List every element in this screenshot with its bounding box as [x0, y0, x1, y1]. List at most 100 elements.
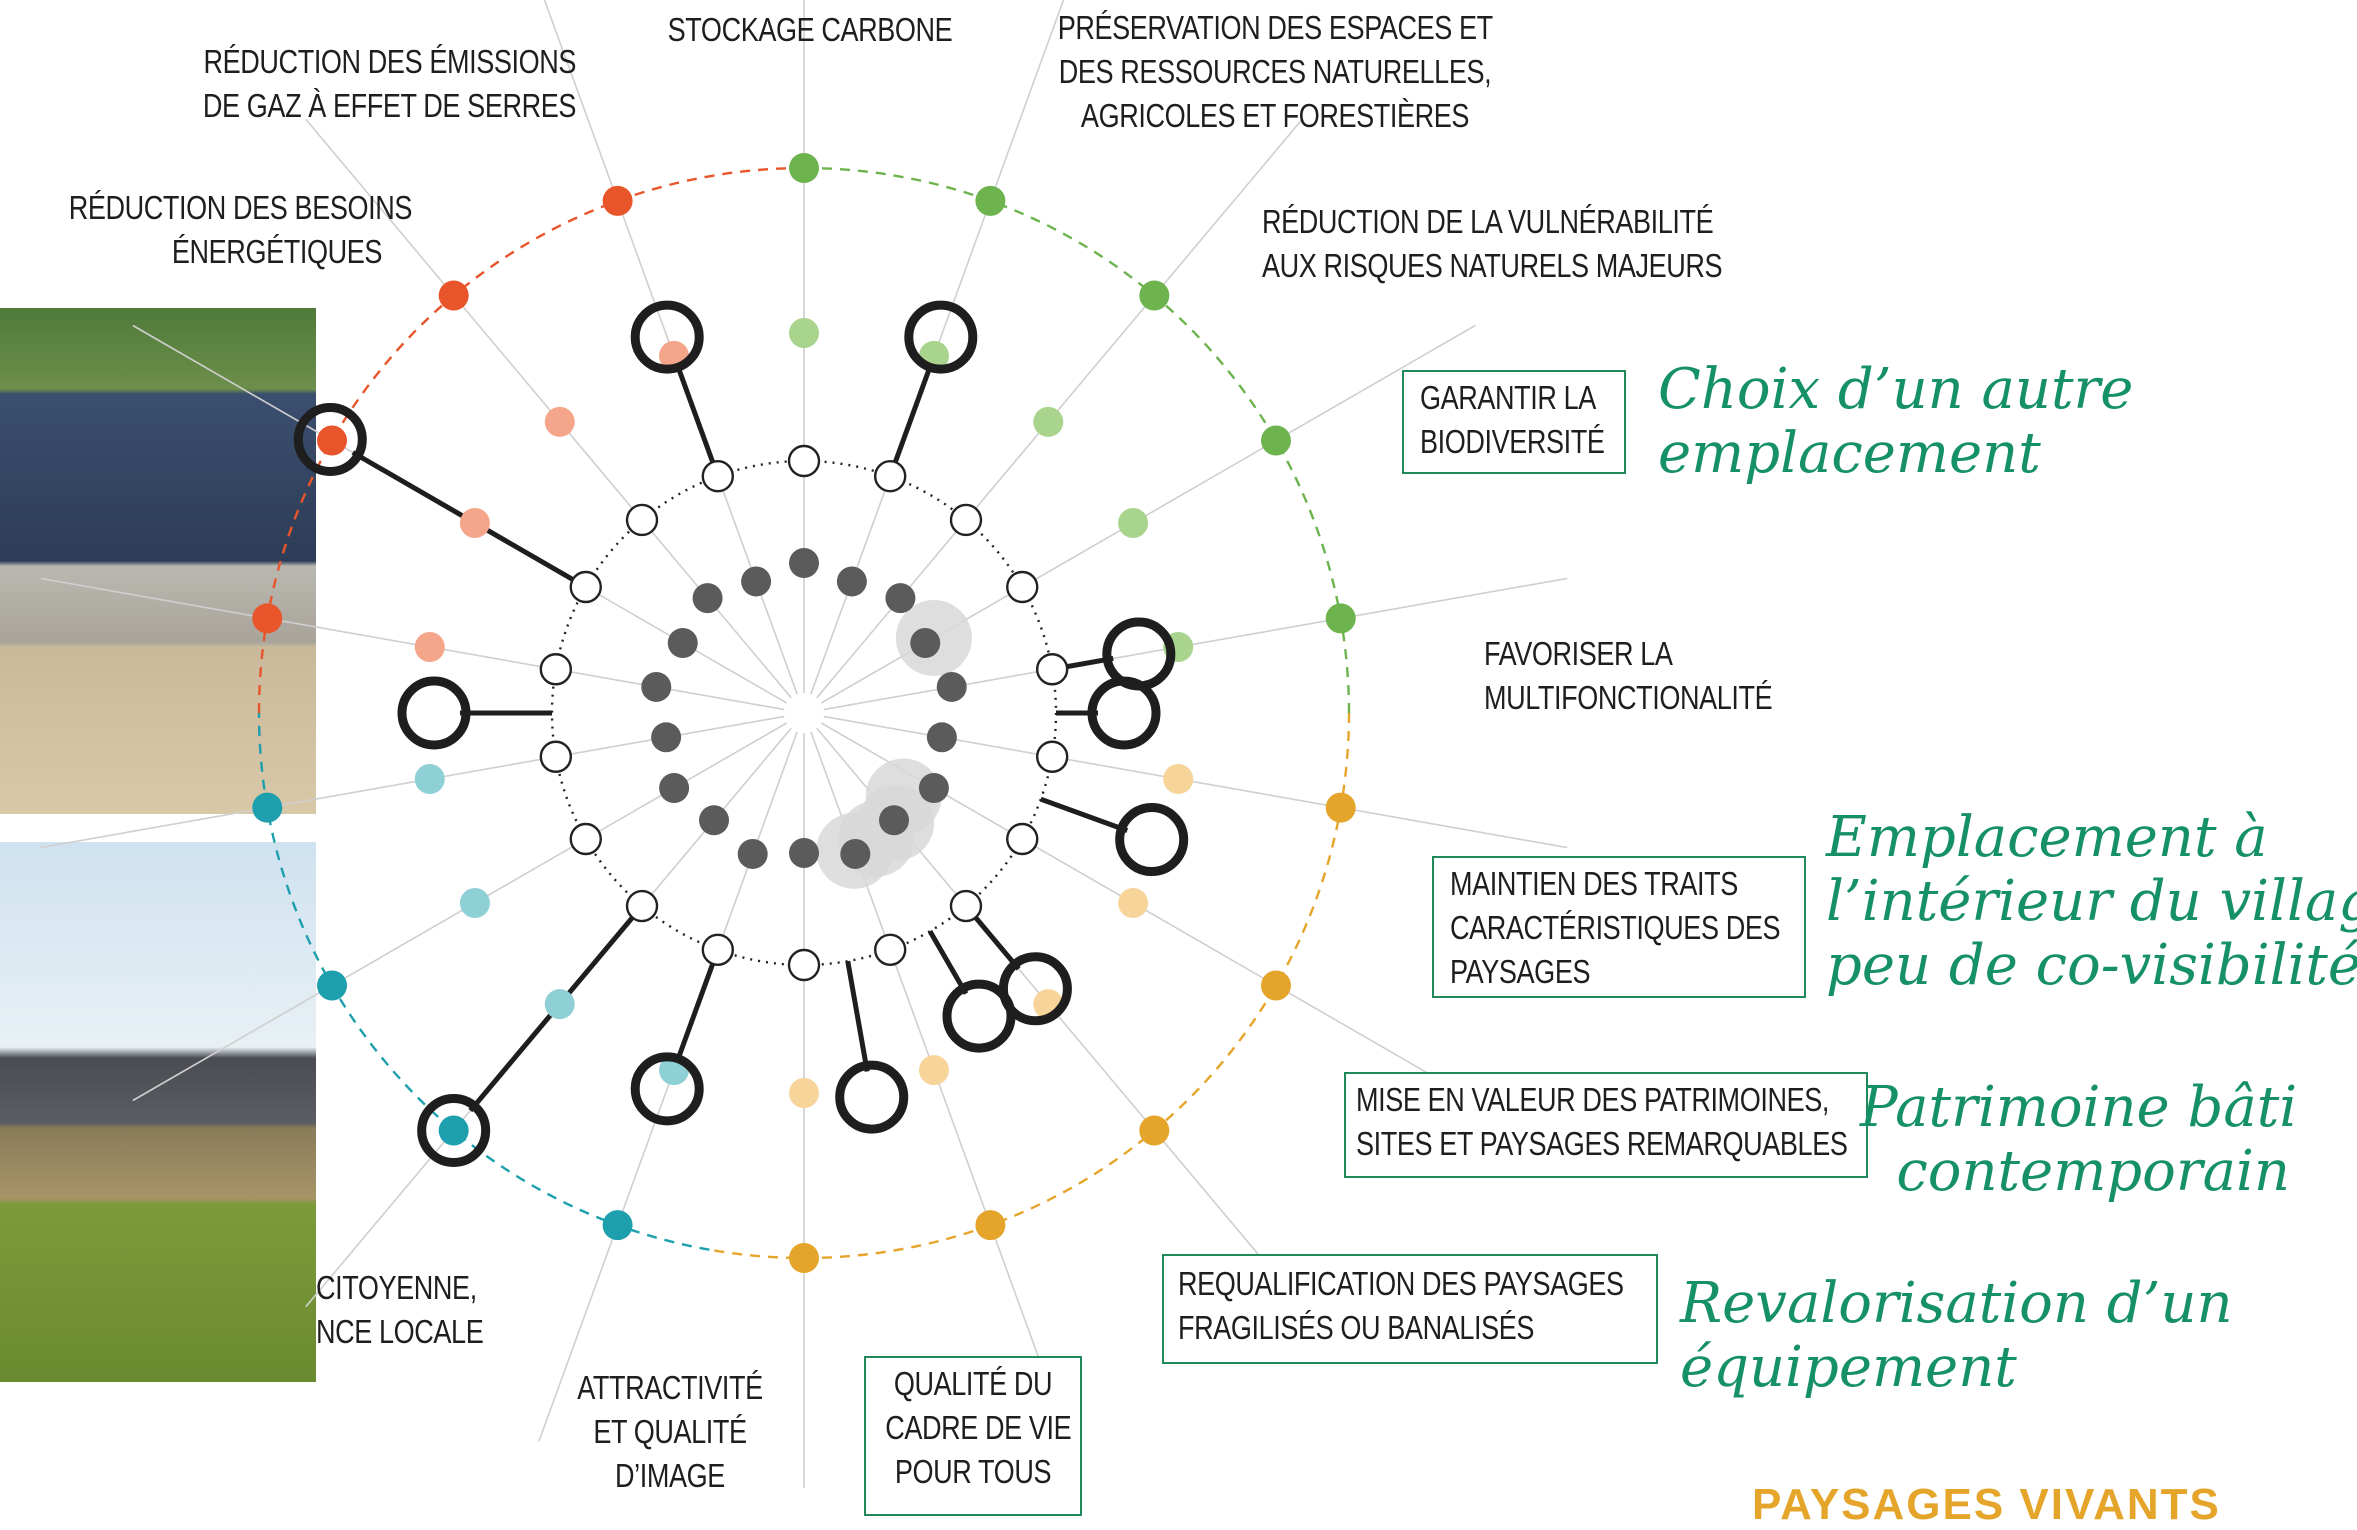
highlight-ring [1087, 676, 1161, 750]
mid-dot [1118, 888, 1149, 918]
dark-dot [741, 566, 772, 597]
dark-dot [667, 628, 698, 658]
inner-white-dot [539, 740, 573, 773]
label-line: BIODIVERSITÉ [1420, 423, 1605, 460]
dark-dot [651, 722, 682, 753]
annotation-line: l’intérieur du village, [1826, 869, 2357, 934]
inner-white-dot [701, 459, 735, 493]
annotation-choix: Choix d’un autre emplacement [1658, 358, 2133, 486]
dark-dot [926, 722, 957, 753]
annotation-line: Choix d’un autre [1658, 357, 2134, 422]
outer-ring-arc [257, 166, 805, 714]
label-reduction-besoins: RÉDUCTION DES BESOINS ÉNERGÉTIQUES [68, 186, 413, 274]
label-line: QUALITÉ DU [893, 1365, 1053, 1402]
inner-white-dot [1035, 653, 1069, 686]
label-line: POUR TOUS [894, 1453, 1052, 1490]
label-line: FRAGILISÉS OU BANALISÉS [1178, 1309, 1535, 1346]
inner-white-dot [949, 503, 983, 537]
inner-white-dot [873, 459, 907, 493]
label-biodiversite: GARANTIR LA BIODIVERSITÉ [1402, 370, 1626, 474]
outer-dot [975, 185, 1006, 216]
label-patrimoines: MISE EN VALEUR DES PATRIMOINES, SITES ET… [1344, 1072, 1868, 1178]
spoke-line [816, 118, 1303, 699]
mid-dot [414, 763, 445, 794]
label-line: DES RESSOURCES NATURELLES, [1058, 53, 1492, 90]
outer-dot [1139, 280, 1170, 311]
label-stockage-carbone: STOCKAGE CARBONE [654, 8, 966, 52]
annotation-line: Revalorisation d’un [1680, 1271, 2233, 1336]
inner-white-dot [539, 653, 573, 686]
label-line: PAYSAGES [1450, 953, 1591, 990]
dark-dot [737, 838, 768, 869]
annotation-line: peu de co-visibilité [1826, 933, 2357, 998]
mid-dot [1118, 508, 1149, 538]
outer-dot [438, 280, 469, 311]
inner-white-dot [949, 889, 983, 923]
outer-dot [789, 153, 819, 183]
connector-line [845, 960, 870, 1072]
label-requalification: REQUALIFICATION DES PAYSAGES FRAGILISÉS … [1162, 1254, 1658, 1364]
dark-dot [936, 671, 967, 702]
label-line: RÉDUCTION DES BESOINS [68, 189, 413, 226]
dark-dot [692, 583, 723, 614]
inner-white-dot [1006, 822, 1039, 856]
label-line: AGRICOLES ET FORESTIÈRES [1080, 97, 1470, 134]
outer-dot [975, 1210, 1006, 1241]
outer-dot [602, 185, 633, 216]
inner-white-dot [787, 948, 821, 982]
label-line: MAINTIEN DES TRAITS [1450, 865, 1738, 902]
outer-dot [317, 425, 348, 456]
label-line: DE GAZ À EFFET DE SERRES [202, 87, 576, 124]
label-line: STOCKAGE CARBONE [667, 11, 953, 48]
dark-dot [699, 805, 730, 836]
label-cadre-de-vie: QUALITÉ DU CADRE DE VIE POUR TOUS [864, 1356, 1082, 1516]
dark-dot [885, 583, 916, 614]
annotation-revalorisation: Revalorisation d’un équipement [1680, 1272, 2233, 1400]
label-citoyenne: CITOYENNE, NCE LOCALE [316, 1266, 484, 1354]
label-line: FAVORISER LA [1484, 635, 1673, 672]
inner-white-dot [1035, 740, 1069, 773]
label-preservation: PRÉSERVATION DES ESPACES ET DES RESSOURC… [1058, 6, 1493, 138]
annotation-line: emplacement [1658, 421, 2041, 486]
label-vulnerabilite: RÉDUCTION DE LA VULNÉRABILITÉ AUX RISQUE… [1262, 200, 1723, 288]
label-line: CADRE DE VIE [885, 1409, 1072, 1446]
outer-dot [252, 792, 283, 823]
spoke-line [132, 722, 788, 1102]
annotation-patrimoine: Patrimoine bâti contemporain [1860, 1075, 2298, 1204]
connector-line [927, 929, 969, 995]
dark-dot [836, 566, 867, 597]
mid-dot [414, 632, 445, 663]
outer-dot [438, 1115, 469, 1146]
inner-white-dot [873, 933, 907, 967]
annotation-line: contemporain [1896, 1139, 2290, 1204]
highlight-ring [1115, 803, 1189, 877]
highlight-ring [942, 979, 1016, 1053]
label-line: CARACTÉRISTIQUES DES [1450, 909, 1781, 946]
outer-dot [252, 603, 283, 634]
highlight-ring [904, 300, 978, 374]
outer-ring-arc [709, 712, 1351, 1260]
mid-dot [544, 989, 575, 1020]
connector-line [1039, 796, 1129, 834]
annotation-line: Patrimoine bâti [1860, 1075, 2298, 1140]
outer-dot [789, 1243, 819, 1273]
highlight-ring [417, 1093, 491, 1167]
dark-dot [641, 671, 672, 702]
connector-line [673, 360, 721, 478]
inner-white-dot [1006, 570, 1039, 604]
outer-dot [1260, 970, 1291, 1001]
inner-white-dot [625, 889, 659, 923]
outer-dot [317, 970, 348, 1001]
outer-dot [1325, 792, 1356, 823]
connector-line [673, 948, 721, 1066]
dark-dot [659, 773, 690, 803]
annotation-emplacement: Emplacement à l’intérieur du village, pe… [1826, 806, 2357, 998]
label-line: GARANTIR LA [1420, 379, 1596, 416]
outer-dot [1325, 603, 1356, 634]
highlight-ring [835, 1060, 909, 1134]
dark-dot [840, 838, 871, 869]
dark-dot [789, 548, 819, 578]
connector-line [887, 360, 935, 478]
